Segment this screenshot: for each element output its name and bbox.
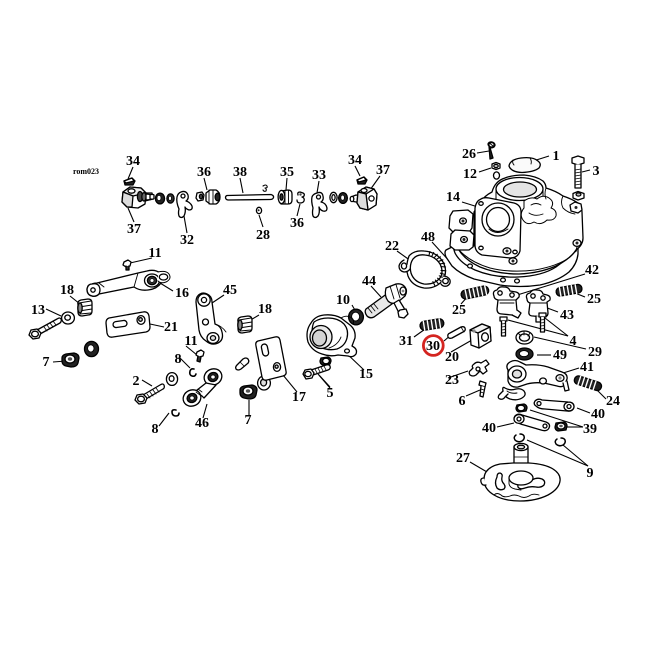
svg-text:17: 17	[292, 390, 306, 405]
svg-text:42: 42	[585, 263, 599, 278]
svg-text:40: 40	[591, 407, 605, 422]
svg-text:18: 18	[258, 302, 272, 317]
svg-text:11: 11	[148, 246, 161, 261]
svg-text:36: 36	[290, 216, 304, 231]
svg-text:27: 27	[456, 451, 470, 466]
svg-text:13: 13	[31, 303, 45, 318]
svg-text:28: 28	[256, 228, 270, 243]
svg-text:8: 8	[152, 422, 159, 437]
svg-text:37: 37	[127, 222, 141, 237]
svg-text:40: 40	[482, 421, 496, 436]
svg-text:29: 29	[588, 345, 602, 360]
svg-text:34: 34	[126, 154, 140, 169]
svg-text:26: 26	[462, 147, 476, 162]
svg-text:35: 35	[280, 165, 294, 180]
svg-text:16: 16	[175, 286, 189, 301]
svg-text:43: 43	[560, 308, 574, 323]
svg-text:18: 18	[60, 283, 74, 298]
svg-text:20: 20	[445, 350, 459, 365]
svg-text:4: 4	[570, 334, 577, 349]
svg-text:6: 6	[459, 394, 466, 409]
svg-text:31: 31	[399, 334, 413, 349]
svg-text:22: 22	[385, 239, 399, 254]
svg-text:38: 38	[233, 165, 247, 180]
svg-text:34: 34	[348, 153, 362, 168]
svg-text:37: 37	[376, 163, 390, 178]
svg-text:33: 33	[312, 168, 326, 183]
svg-text:1: 1	[553, 149, 560, 164]
svg-text:23: 23	[445, 373, 459, 388]
svg-text:32: 32	[180, 233, 194, 248]
svg-text:24: 24	[606, 394, 620, 409]
svg-text:2: 2	[133, 374, 140, 389]
svg-text:7: 7	[43, 355, 50, 370]
svg-text:7: 7	[245, 413, 252, 428]
svg-text:25: 25	[587, 292, 601, 307]
svg-text:rom023: rom023	[73, 167, 99, 176]
svg-text:21: 21	[164, 320, 178, 335]
svg-text:5: 5	[327, 386, 334, 401]
svg-text:11: 11	[184, 334, 197, 349]
svg-text:12: 12	[463, 167, 477, 182]
svg-text:44: 44	[362, 274, 376, 289]
svg-text:25: 25	[452, 303, 466, 318]
svg-text:15: 15	[359, 367, 373, 382]
svg-text:45: 45	[223, 283, 237, 298]
svg-text:8: 8	[175, 352, 182, 367]
svg-text:3: 3	[593, 164, 600, 179]
svg-text:30: 30	[426, 339, 440, 354]
svg-text:14: 14	[446, 190, 460, 205]
svg-text:36: 36	[197, 165, 211, 180]
svg-text:49: 49	[553, 348, 567, 363]
svg-text:10: 10	[336, 293, 350, 308]
svg-text:9: 9	[587, 466, 594, 481]
svg-text:46: 46	[195, 416, 209, 431]
svg-text:39: 39	[583, 422, 597, 437]
svg-text:41: 41	[580, 360, 594, 375]
svg-text:48: 48	[421, 230, 435, 245]
